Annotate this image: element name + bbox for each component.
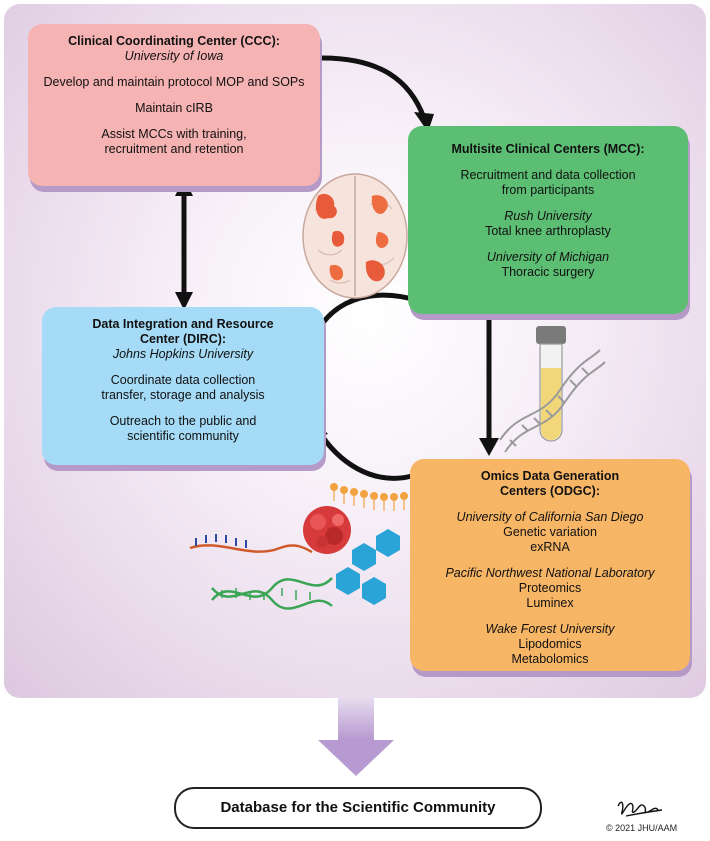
mcc-line1a: Recruitment and data collection <box>460 168 636 182</box>
dirc-title-a: Data Integration and Resource <box>92 317 274 331</box>
dirc-line2a: Outreach to the public and <box>109 414 257 428</box>
odgc-site3: Wake Forest University <box>485 622 615 636</box>
odgc-site1-d2: exRNA <box>530 540 570 554</box>
dna-icon <box>499 349 606 453</box>
protein-icon <box>303 506 351 554</box>
mcc-site2: University of Michigan <box>486 250 610 264</box>
dirc-institution: Johns Hopkins University <box>112 347 254 361</box>
mcc-site1: Rush University <box>504 209 592 223</box>
odgc-site2-d2: Luminex <box>526 596 574 610</box>
rna-strand-icon <box>189 534 313 554</box>
odgc-title-b: Centers (ODGC): <box>499 484 600 498</box>
dirc-title-b: Center (DIRC): <box>139 332 227 346</box>
mcc-site1-detail: Total knee arthroplasty <box>485 224 611 238</box>
odgc-site1: University of California San Diego <box>456 510 644 524</box>
odgc-site2-d1: Proteomics <box>518 581 582 595</box>
copyright-text: © 2021 JHU/AAM <box>606 823 678 833</box>
arrowhead-up <box>175 178 193 196</box>
arrowhead-down <box>175 292 193 310</box>
lipid-icon <box>330 483 408 501</box>
mcc-site2-detail: Thoracic surgery <box>501 265 595 279</box>
odgc-title-a: Omics Data Generation <box>480 469 620 483</box>
dirc-line1a: Coordinate data collection <box>110 373 256 387</box>
ccc-line3b: recruitment and retention <box>104 142 244 156</box>
mcc-line1b: from participants <box>501 183 595 197</box>
ccc-line1: Develop and maintain protocol MOP and SO… <box>43 75 305 89</box>
mcc-title: Multisite Clinical Centers (MCC): <box>451 142 645 156</box>
odgc-site3-d1: Lipodomics <box>518 637 582 651</box>
ccc-box: Clinical Coordinating Center (CCC): Univ… <box>28 24 320 186</box>
ccc-line2: Maintain cIRB <box>135 101 213 115</box>
odgc-box: Omics Data Generation Centers (ODGC): Un… <box>410 459 690 671</box>
mcc-box: Multisite Clinical Centers (MCC): Recrui… <box>408 126 688 314</box>
lipid-tails <box>333 491 405 511</box>
arrowhead-mcc-to-odgc <box>479 438 499 456</box>
odgc-site1-d1: Genetic variation <box>503 525 597 539</box>
dna-green-icon <box>211 577 333 610</box>
dirc-line2b: scientific community <box>127 429 239 443</box>
ccc-line3a: Assist MCCs with training, <box>101 127 247 141</box>
arrow-ccc-to-mcc <box>321 55 427 119</box>
dirc-box: Data Integration and Resource Center (DI… <box>42 307 324 465</box>
arrow-odgc-to-dirc <box>315 428 413 481</box>
down-arrow-icon <box>318 698 394 776</box>
ccc-title: Clinical Coordinating Center (CCC): <box>68 34 280 48</box>
database-box: Database for the Scientific Community <box>174 787 542 829</box>
brain-icon <box>302 173 408 299</box>
odgc-site2: Pacific Northwest National Laboratory <box>445 566 655 580</box>
ccc-institution: University of Iowa <box>124 49 224 63</box>
signature-icon <box>617 801 663 817</box>
odgc-site3-d2: Metabolomics <box>511 652 589 666</box>
dirc-line1b: transfer, storage and analysis <box>101 388 265 402</box>
molecule-hexagon-icon <box>336 529 400 605</box>
